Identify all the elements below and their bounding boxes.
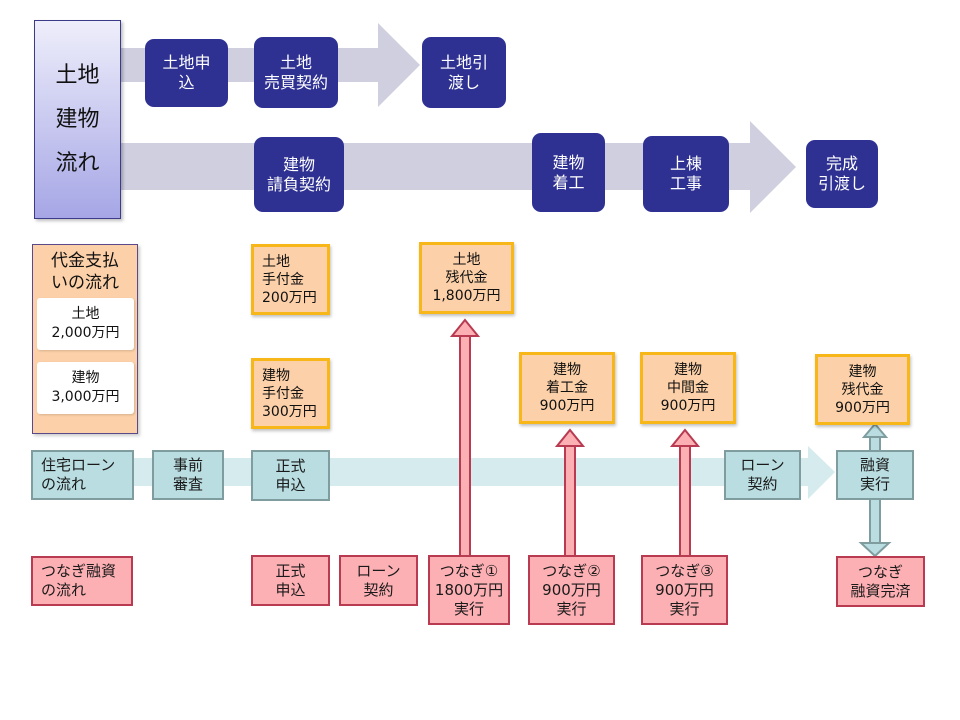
- building-balance-payment: 建物 残代金 900万円: [815, 354, 910, 425]
- building-start-step: 建物 着工: [532, 133, 605, 212]
- framing-step: 上棟 工事: [643, 136, 729, 212]
- bridge-3-arrow: [669, 428, 701, 558]
- building-deposit-payment: 建物 手付金 300万円: [251, 358, 330, 429]
- land-deposit-payment: 土地 手付金 200万円: [251, 244, 330, 315]
- land-building-flow-title: 土地 建物 流れ: [34, 20, 121, 219]
- land-balance-payment: 土地 残代金 1,800万円: [419, 242, 514, 314]
- bridge-2-arrow: [554, 428, 586, 558]
- payment-flow-panel: 代金支払 いの流れ 土地 2,000万円 建物 3,000万円: [32, 244, 138, 434]
- bridge-loan-contract-step: ローン 契約: [339, 555, 418, 606]
- completion-handover-step: 完成 引渡し: [806, 140, 878, 208]
- bridge-1-arrow: [449, 318, 481, 558]
- land-sale-contract-step: 土地 売買契約: [254, 37, 338, 108]
- bridge-formal-application-step: 正式 申込: [251, 555, 330, 606]
- mortgage-loan-contract-step: ローン 契約: [724, 450, 801, 500]
- bridge-3-execution-step: つなぎ③ 900万円 実行: [641, 555, 728, 625]
- building-total-card: 建物 3,000万円: [37, 362, 134, 414]
- building-start-payment: 建物 着工金 900万円: [519, 352, 615, 424]
- mortgage-loan-execution-step: 融資 実行: [836, 450, 914, 500]
- payment-flow-title: 代金支払 いの流れ: [51, 251, 119, 293]
- land-total-card: 土地 2,000万円: [37, 298, 134, 350]
- bridge-2-execution-step: つなぎ② 900万円 実行: [528, 555, 615, 625]
- land-handover-step: 土地引 渡し: [422, 37, 506, 108]
- bridge-repaid-step: つなぎ 融資完済: [836, 556, 925, 607]
- bridge-1-execution-step: つなぎ① 1800万円 実行: [428, 555, 510, 625]
- mortgage-flow-label: 住宅ローン の流れ: [31, 450, 134, 500]
- mortgage-pre-screening-step: 事前 審査: [152, 450, 224, 500]
- building-contract-step: 建物 請負契約: [254, 137, 344, 212]
- building-interim-payment: 建物 中間金 900万円: [640, 352, 736, 424]
- bridge-loan-flow-label: つなぎ融資 の流れ: [31, 556, 133, 606]
- land-application-step: 土地申 込: [145, 39, 228, 107]
- mortgage-formal-application-step: 正式 申込: [251, 450, 330, 501]
